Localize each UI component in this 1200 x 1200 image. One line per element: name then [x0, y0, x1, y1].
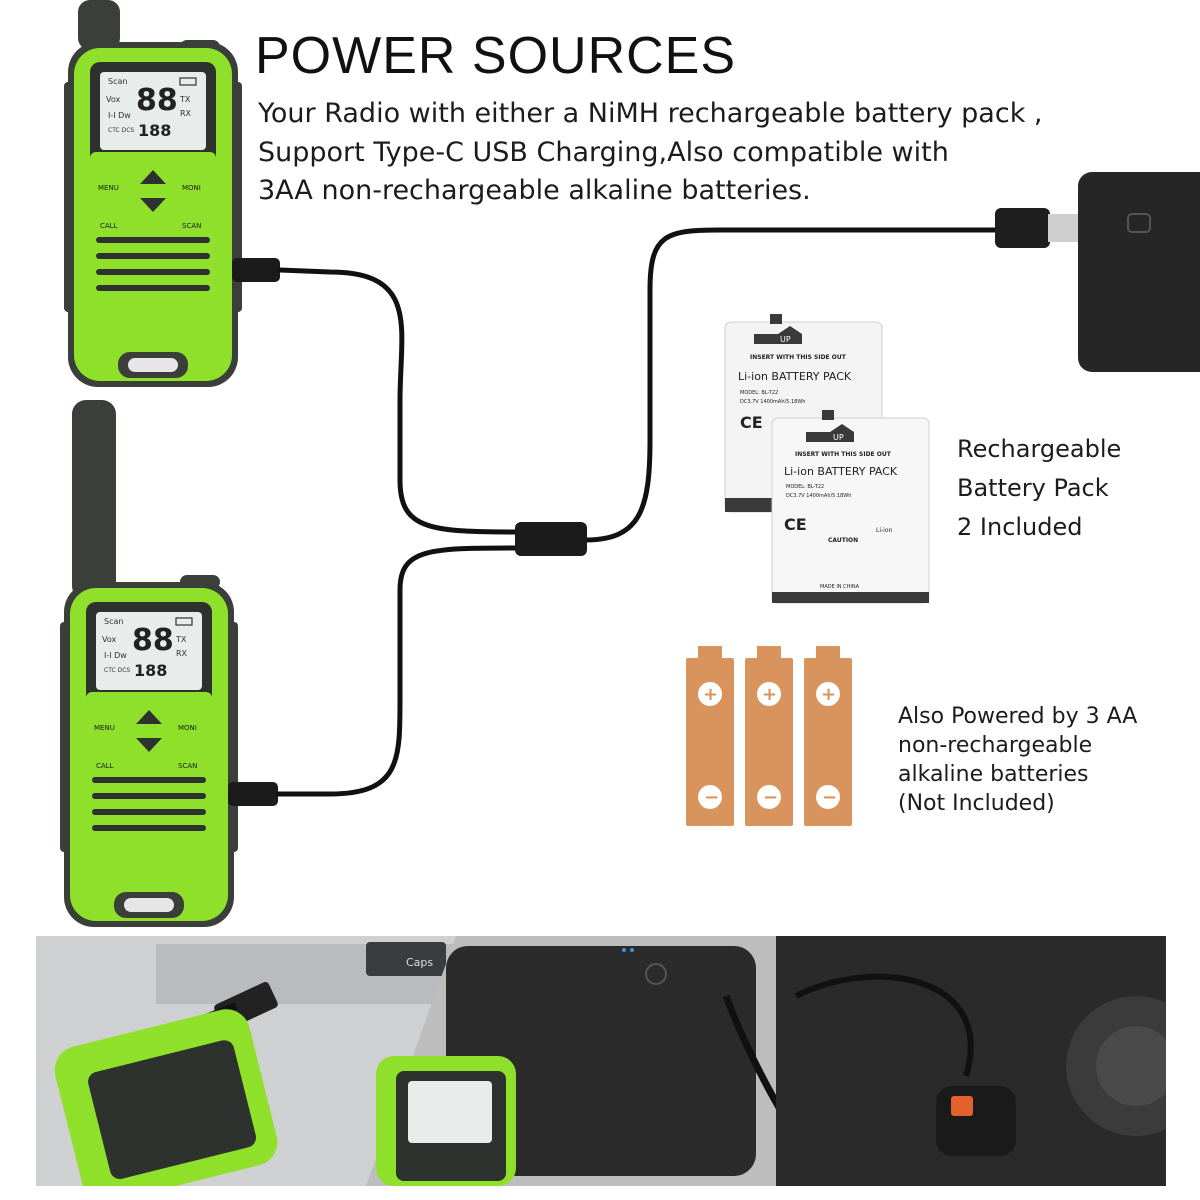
lcd-rx-label: RX — [180, 109, 192, 118]
pack-made-in-label: MADE IN CHINA — [820, 584, 860, 590]
usb-a-plug — [995, 208, 1050, 248]
battery-indicator-icon — [175, 617, 193, 626]
lcd-dw-label-2: I-I Dw — [104, 651, 127, 660]
alkaline-label-line-3: alkaline batteries — [898, 762, 1089, 787]
usage-photo-strip: Caps — [36, 936, 1166, 1186]
usb-c-plug-top — [232, 258, 280, 282]
pack-insert-label: INSERT WITH THIS SIDE OUT — [750, 354, 847, 361]
usb-a-metal — [1048, 214, 1082, 242]
description-line-3: 3AA non-rechargeable alkaline batteries. — [258, 175, 811, 206]
illustration: Scan Vox I-I Dw CTC DCS TX RX 88 188 MEN… — [60, 0, 1200, 927]
rechargeable-label-line-2: Battery Pack — [957, 474, 1109, 502]
lcd-scan-label-2: Scan — [104, 617, 123, 626]
scan-key-label-2: SCAN — [178, 762, 197, 770]
page-title: POWER SOURCES — [255, 27, 737, 85]
lcd-small-digits-2: 188 — [134, 661, 167, 680]
pack-li-ion-label: Li-ion — [876, 527, 893, 534]
laptop-key-label: Caps — [406, 956, 433, 969]
description-line-1: Your Radio with either a NiMH rechargeab… — [258, 98, 1043, 129]
minus-icon: − — [704, 787, 719, 808]
alkaline-label-line-1: Also Powered by 3 AA — [898, 704, 1138, 729]
ce-mark-icon: CE — [784, 515, 807, 534]
power-bank — [1078, 172, 1200, 372]
menu-key-label: MENU — [98, 184, 119, 192]
down-arrow-icon — [140, 198, 166, 212]
moni-key-label-2: MONI — [178, 724, 197, 732]
call-key-label-2: CALL — [96, 762, 114, 770]
up-arrow-icon — [136, 710, 162, 724]
moni-key-label: MONI — [182, 184, 201, 192]
pack-spec-label-2: DC3.7V 1400mAh/5.18Wh — [786, 493, 851, 499]
battery-pack-back: UP INSERT WITH THIS SIDE OUT Li-ion BATT… — [771, 410, 930, 604]
pack-up-label-2: UP — [833, 433, 844, 442]
lcd-ctc-label-2: CTC DCS — [104, 667, 130, 674]
plus-icon: + — [821, 684, 836, 705]
minus-icon: − — [763, 787, 778, 808]
usb-c-plug-bottom — [228, 782, 278, 806]
pack-spec-label: DC3.7V 1400mAh/5.18Wh — [740, 399, 805, 405]
y-charging-cable — [275, 227, 1003, 797]
antenna-bottom — [72, 400, 116, 600]
down-arrow-icon — [136, 738, 162, 752]
pack-up-label: UP — [780, 335, 791, 344]
lcd-tx-label-2: TX — [175, 635, 187, 644]
lcd-vox-label-2: Vox — [102, 635, 117, 644]
pack-name-label-2: Li-ion BATTERY PACK — [784, 465, 898, 478]
pack-name-label: Li-ion BATTERY PACK — [738, 370, 852, 383]
plus-icon: + — [762, 684, 777, 705]
ce-mark-icon: CE — [740, 413, 763, 432]
antenna-top — [78, 0, 120, 50]
radio-bottom: Scan Vox I-I Dw CTC DCS TX RX 88 188 MEN… — [60, 400, 238, 927]
minus-icon: − — [822, 787, 837, 808]
lcd-vox-label: Vox — [106, 95, 121, 104]
photo-laptop-charging: Caps — [36, 936, 456, 1186]
lcd-digits-2: 88 — [132, 623, 174, 658]
alkaline-label-line-2: non-rechargeable — [898, 733, 1093, 758]
scan-key-label: SCAN — [182, 222, 201, 230]
aa-battery-3: + − — [804, 646, 852, 826]
rechargeable-label-line-3: 2 Included — [957, 513, 1083, 541]
pack-model-label-2: MODEL: BL-T22 — [786, 484, 824, 490]
cable-splitter — [515, 522, 587, 556]
photo-power-bank-charging — [366, 936, 830, 1186]
pack-caution-label: CAUTION — [828, 537, 858, 544]
power-bank-button-icon — [1127, 213, 1151, 233]
description-line-2: Support Type-C USB Charging,Also compati… — [258, 137, 949, 168]
lcd-tx-label: TX — [179, 95, 191, 104]
photo-car-charging — [776, 936, 1166, 1186]
pack-model-label: MODEL: BL-T22 — [740, 390, 778, 396]
battery-indicator-icon — [179, 77, 197, 86]
up-arrow-icon — [140, 170, 166, 184]
aa-battery-2: + − — [745, 646, 793, 826]
lcd-rx-label-2: RX — [176, 649, 188, 658]
plus-icon: + — [703, 684, 718, 705]
lcd-digits: 88 — [136, 83, 178, 118]
menu-key-label-2: MENU — [94, 724, 115, 732]
radio-top: Scan Vox I-I Dw CTC DCS TX RX 88 188 MEN… — [64, 0, 242, 387]
lcd-scan-label: Scan — [108, 77, 127, 86]
alkaline-label-line-4: (Not Included) — [898, 791, 1055, 816]
lcd-dw-label: I-I Dw — [108, 111, 131, 120]
rechargeable-label-line-1: Rechargeable — [957, 435, 1122, 463]
lcd-small-digits: 188 — [138, 121, 171, 140]
pack-insert-label-2: INSERT WITH THIS SIDE OUT — [795, 451, 892, 458]
lcd-ctc-label: CTC DCS — [108, 127, 134, 134]
call-key-label: CALL — [100, 222, 118, 230]
aa-battery-1: + − — [686, 646, 734, 826]
